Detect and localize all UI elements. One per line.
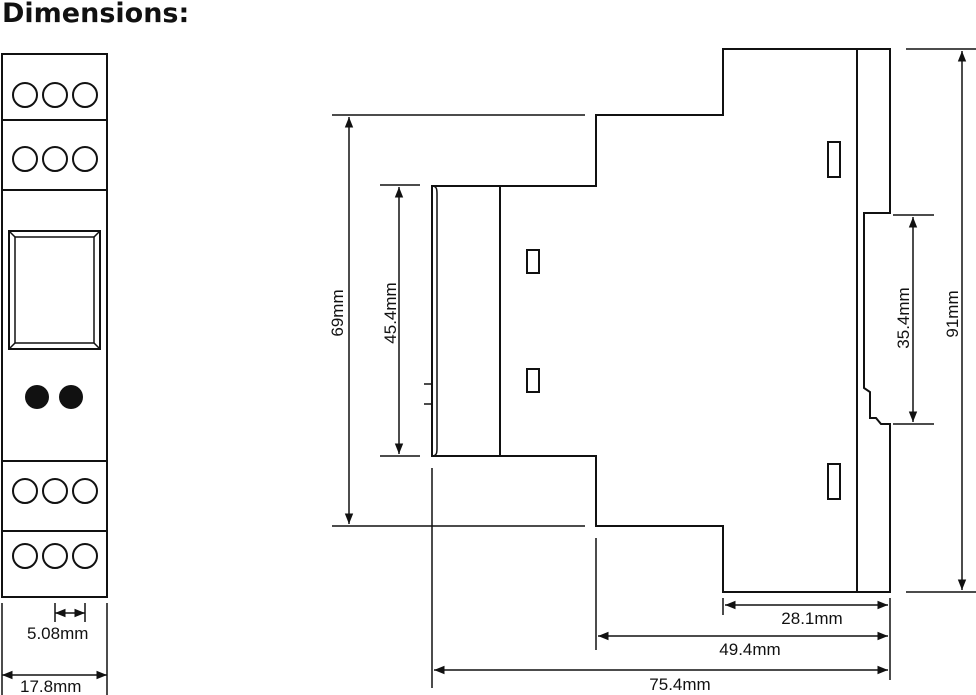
dimension-label-height-45: 45.4mm [381,282,400,343]
terminal-screw-icon [72,146,98,172]
front-view: 5.08mm 17.8mm [1,53,108,695]
vent-slot [827,141,841,178]
front-cover-outline [431,185,500,457]
front-housing-outline [1,53,108,598]
dimension-label-depth-28: 28.1mm [781,609,842,628]
terminal-screw-icon [42,543,68,569]
terminal-row-bottom-2 [12,543,98,569]
terminal-row-top-1 [12,82,98,108]
side-housing-outline [499,48,858,593]
din-clip-outline [857,48,891,593]
terminal-row-bottom-1 [12,478,98,504]
side-view: 69mm 45.4mm 35.4mm 91mm 28.1mm 49.4mm 75… [328,48,976,694]
dimension-label-height-91: 91mm [943,290,962,337]
dimension-label-depth-49: 49.4mm [719,640,780,659]
terminal-screw-icon [12,82,38,108]
dimension-label-depth-75: 75.4mm [649,675,710,694]
vent-slot [827,463,841,500]
led-indicator-icon [59,385,83,409]
terminal-screw-icon [42,478,68,504]
dimension-label-height-69: 69mm [328,289,347,336]
dimension-label-rail: 35.4mm [894,287,913,348]
terminal-screw-icon [72,478,98,504]
vent-slot [526,368,540,393]
vent-slot [526,249,540,274]
terminal-screw-icon [42,82,68,108]
terminal-screw-icon [42,146,68,172]
led-indicator-icon [25,385,49,409]
terminal-screw-icon [12,478,38,504]
terminal-screw-icon [12,543,38,569]
display-window [8,230,101,350]
terminal-screw-icon [72,543,98,569]
diagram-title: Dimensions: [2,0,190,29]
terminal-screw-icon [12,146,38,172]
dimension-label-width: 17.8mm [20,677,81,695]
dimension-label-pitch: 5.08mm [27,624,88,643]
terminal-screw-icon [72,82,98,108]
terminal-row-top-2 [12,146,98,172]
